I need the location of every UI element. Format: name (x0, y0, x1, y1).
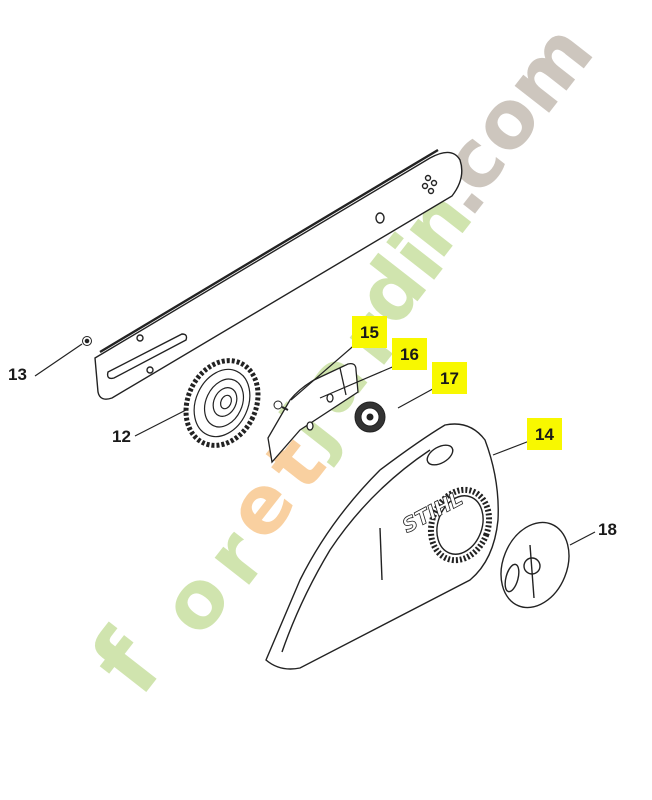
guide-bar (94, 148, 463, 400)
sprocket-12 (183, 358, 261, 448)
svg-text:f: f (70, 611, 185, 714)
callout-16: 16 (392, 338, 427, 370)
sprocket-cover-14: STIHL (265, 423, 499, 670)
callout-13: 13 (8, 365, 27, 384)
callout-12: 12 (112, 427, 131, 446)
screw-15 (273, 400, 289, 411)
leader-lines (34, 341, 596, 546)
callout-14: 14 (527, 418, 562, 450)
callout-18: 18 (598, 520, 617, 539)
callout-15: 15 (352, 316, 387, 348)
callout-17: 17 (432, 362, 467, 394)
guide-plate-16 (267, 362, 359, 464)
knob-nut-17 (354, 401, 386, 433)
screw-13 (82, 336, 92, 346)
tensioner-cap-18 (500, 521, 570, 609)
